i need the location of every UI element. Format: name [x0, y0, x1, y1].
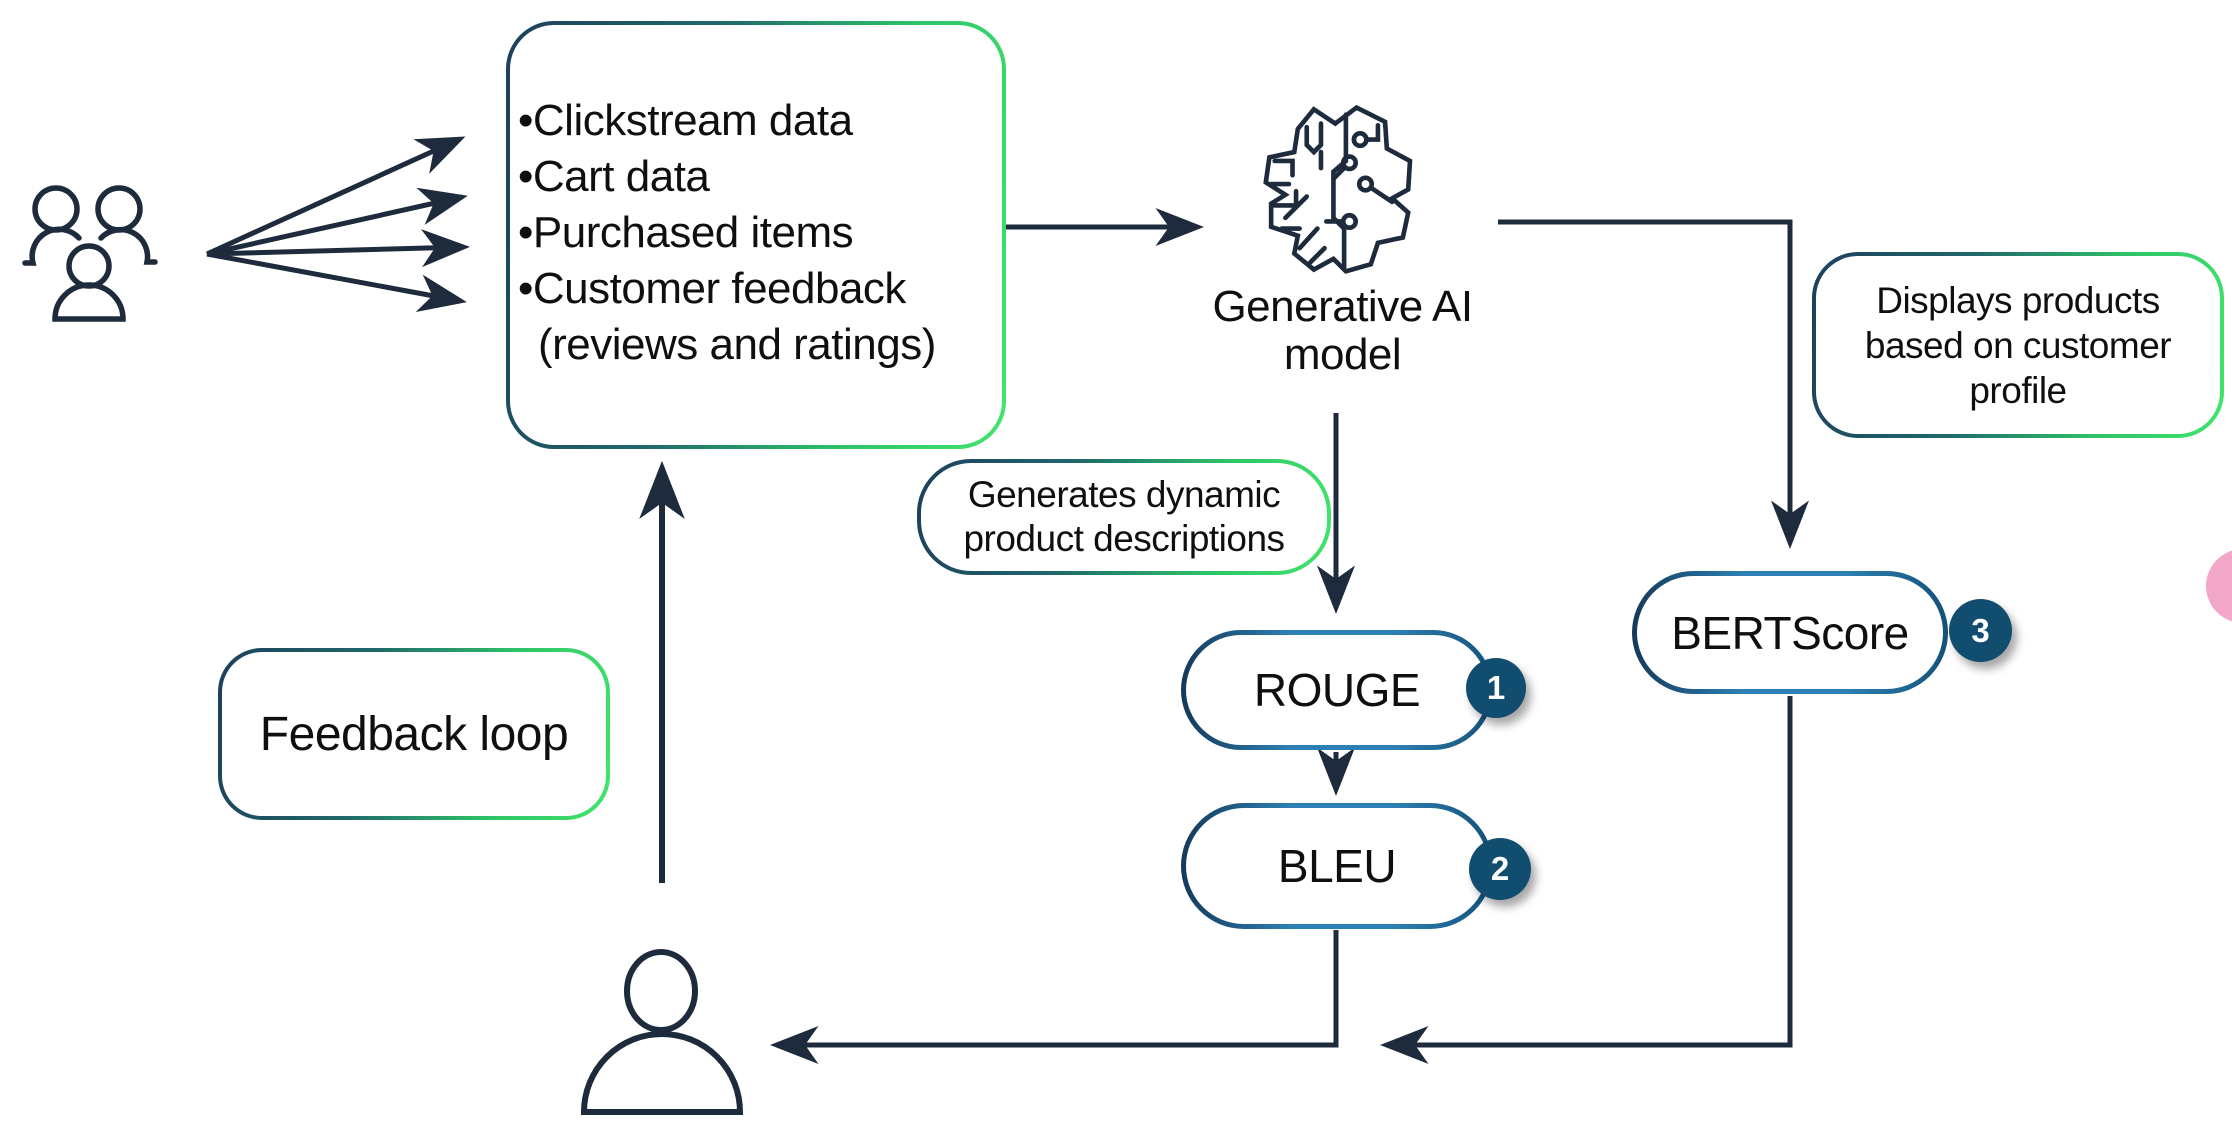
generative-ai-brain-icon — [1263, 104, 1413, 274]
generates-callout-line2: product descriptions — [963, 518, 1285, 559]
bleu-metric-pill: BLEU — [1181, 803, 1493, 929]
data-source-item: •Cart data — [518, 152, 710, 201]
bertscore-label: BERTScore — [1637, 576, 1943, 689]
bertscore-metric-pill: BERTScore — [1632, 571, 1948, 694]
arrow-genai-to-bertscore — [1498, 219, 1809, 549]
data-sources-box: •Clickstream data •Cart data •Purchased … — [506, 21, 1006, 449]
arrow-users-to-data-3 — [206, 229, 470, 268]
arrow-bertscore-to-customer — [1380, 696, 1793, 1064]
rouge-label: ROUGE — [1186, 635, 1488, 745]
generates-callout-line1: Generates dynamic — [967, 474, 1281, 515]
generative-ai-label-line1: Generative AI — [1212, 282, 1473, 331]
rouge-metric-pill: ROUGE — [1181, 630, 1493, 750]
generative-ai-label-line2: model — [1283, 330, 1402, 379]
step-badge-1: 1 — [1466, 658, 1526, 718]
data-source-item: •Clickstream data — [518, 96, 853, 145]
displays-callout-box: Displays products based on customer prof… — [1812, 252, 2224, 438]
arrow-bleu-to-customer — [770, 930, 1339, 1064]
displays-callout-line3: profile — [1969, 369, 2067, 411]
arrow-users-to-data-1 — [205, 136, 466, 257]
users-to-data-arrows — [205, 136, 470, 312]
feedback-loop-box: Feedback loop — [218, 648, 610, 820]
step-badge-2: 2 — [1469, 838, 1531, 900]
displays-callout-line1: Displays products — [1876, 279, 2160, 321]
generates-callout-box: Generates dynamic product descriptions — [917, 459, 1331, 575]
users-icon — [22, 185, 158, 322]
data-source-item: •Customer feedback — [518, 264, 906, 313]
data-source-item: •Purchased items — [518, 208, 854, 257]
arrow-users-to-data-4 — [206, 251, 467, 312]
generative-ai-label: Generative AI model — [1150, 283, 1535, 379]
data-source-item-continuation: (reviews and ratings) — [538, 320, 936, 369]
arrow-users-to-data-2 — [206, 187, 468, 257]
step-badge-3: 3 — [1949, 599, 2012, 662]
feedback-loop-label: Feedback loop — [259, 707, 569, 761]
person-icon — [580, 949, 744, 1115]
bleu-label: BLEU — [1186, 808, 1488, 924]
displays-callout-line2: based on customer — [1864, 324, 2172, 366]
